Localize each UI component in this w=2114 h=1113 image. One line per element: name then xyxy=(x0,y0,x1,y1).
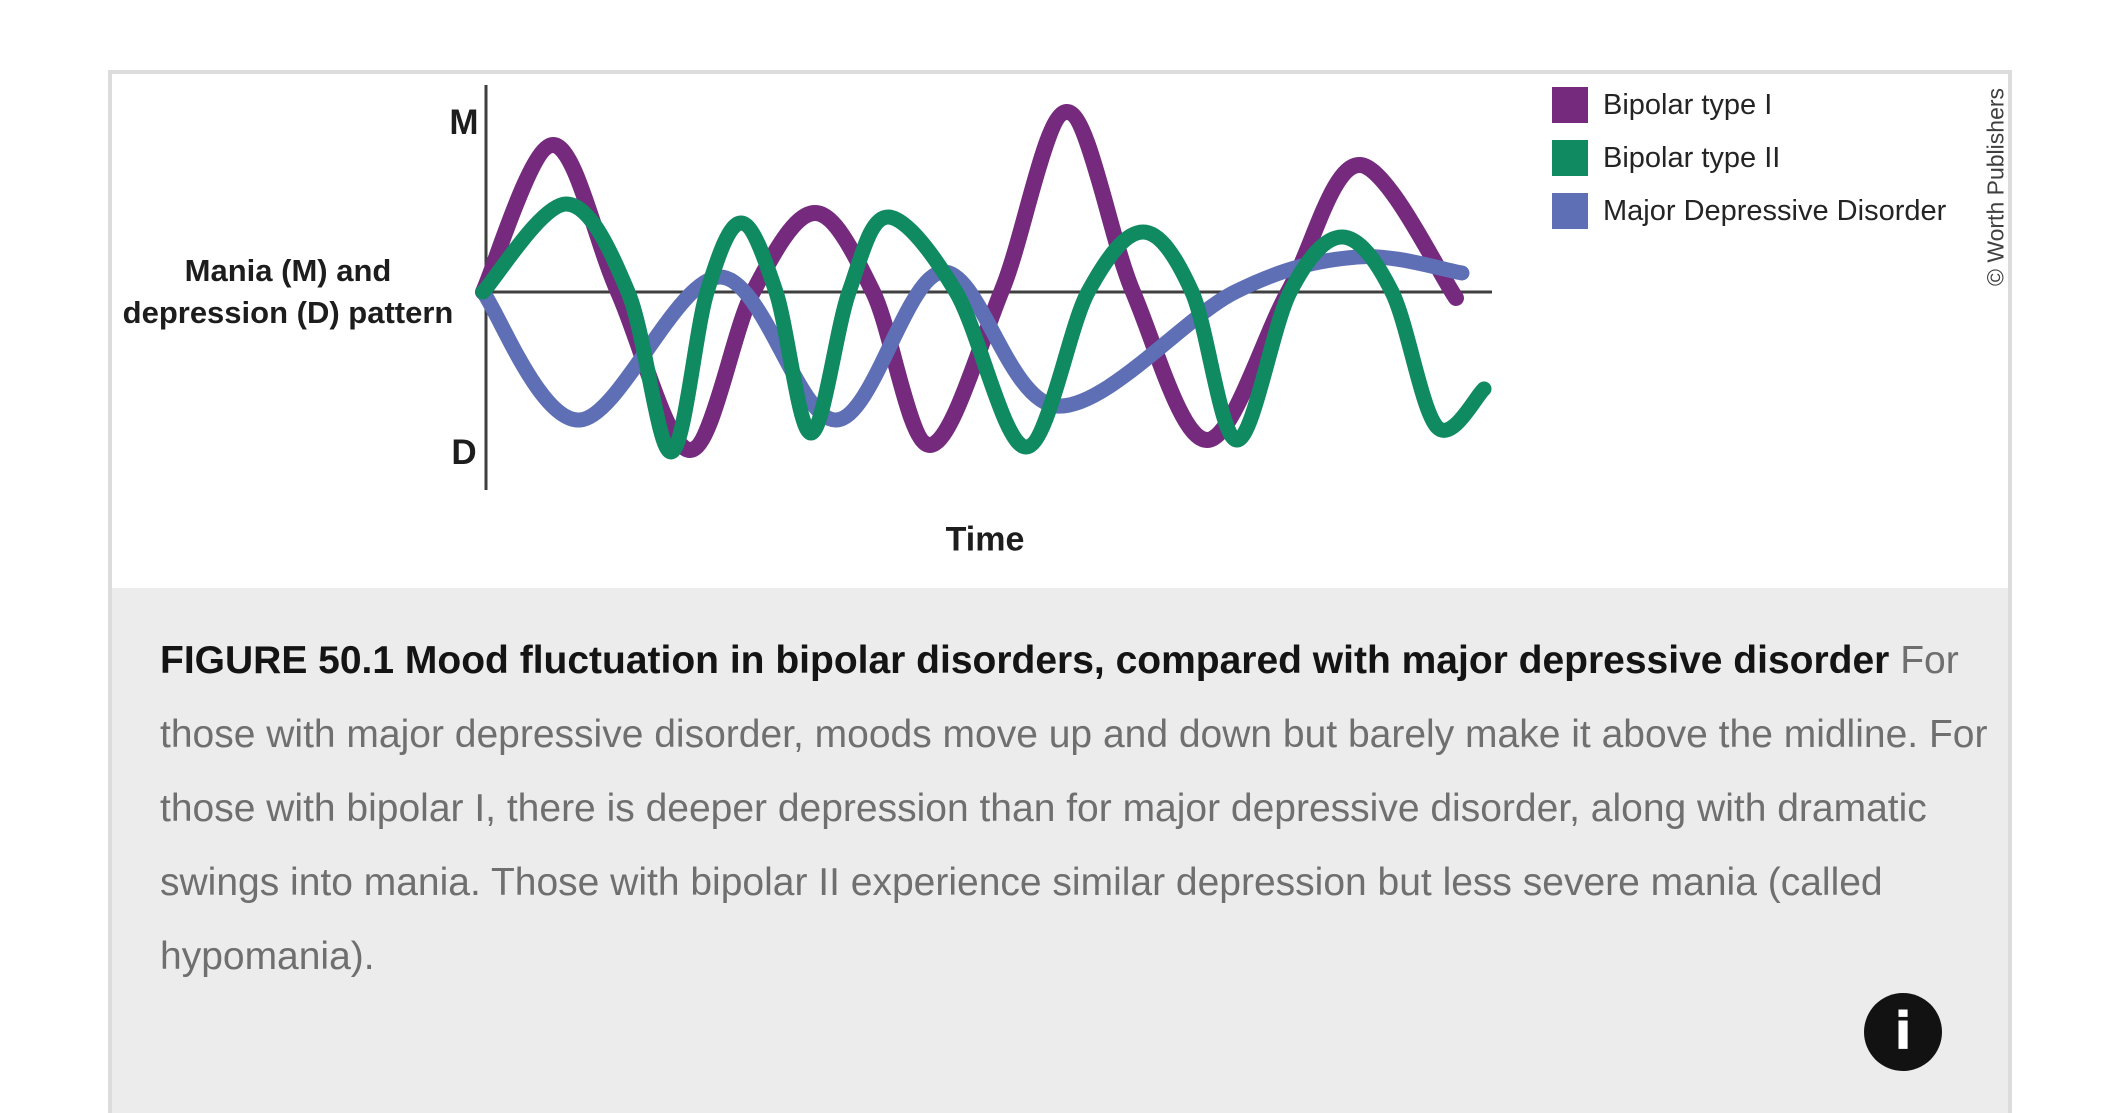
legend-label: Major Depressive Disorder xyxy=(1603,194,1947,227)
mood-chart xyxy=(475,85,1492,490)
caption-body: For those with major depressive disorder… xyxy=(160,639,1988,978)
legend-swatch-bipolar-type-ii xyxy=(1552,140,1588,176)
y-axis-title: Mania (M) and depression (D) pattern xyxy=(122,253,454,330)
y-axis-top-tick-label: M xyxy=(449,103,479,142)
legend-item-bipolar-type-ii: Bipolar type II xyxy=(1552,140,1946,176)
publisher-credit: © Worth Publishers xyxy=(1982,87,2009,287)
legend-label: Bipolar type II xyxy=(1603,141,1781,174)
figure-area: M D Mania (M) and depression (D) pattern… xyxy=(112,74,2009,588)
x-axis-title: Time xyxy=(945,520,1025,559)
y-axis-bottom-tick-label: D xyxy=(451,433,477,472)
figure-card: M D Mania (M) and depression (D) pattern… xyxy=(108,70,2012,1113)
info-icon: i xyxy=(1894,1002,1912,1062)
caption-title: FIGURE 50.1 Mood fluctuation in bipolar … xyxy=(160,639,1890,682)
series-line-bipolar-type-ii xyxy=(475,196,1492,460)
legend-item-bipolar-type-i: Bipolar type I xyxy=(1552,87,1946,123)
legend-swatch-major-depressive-disorder xyxy=(1552,193,1588,229)
legend-swatch-bipolar-type-i xyxy=(1552,87,1588,123)
legend-item-major-depressive-disorder: Major Depressive Disorder xyxy=(1552,193,1946,229)
legend: Bipolar type I Bipolar type II Major Depre… xyxy=(1552,87,1946,229)
caption-area: FIGURE 50.1 Mood fluctuation in bipolar … xyxy=(112,588,2008,1113)
series-line-major-depressive-disorder xyxy=(475,249,1470,428)
info-button[interactable]: i xyxy=(1864,993,1942,1071)
figure-caption: FIGURE 50.1 Mood fluctuation in bipolar … xyxy=(160,624,1990,994)
legend-label: Bipolar type I xyxy=(1603,88,1773,121)
